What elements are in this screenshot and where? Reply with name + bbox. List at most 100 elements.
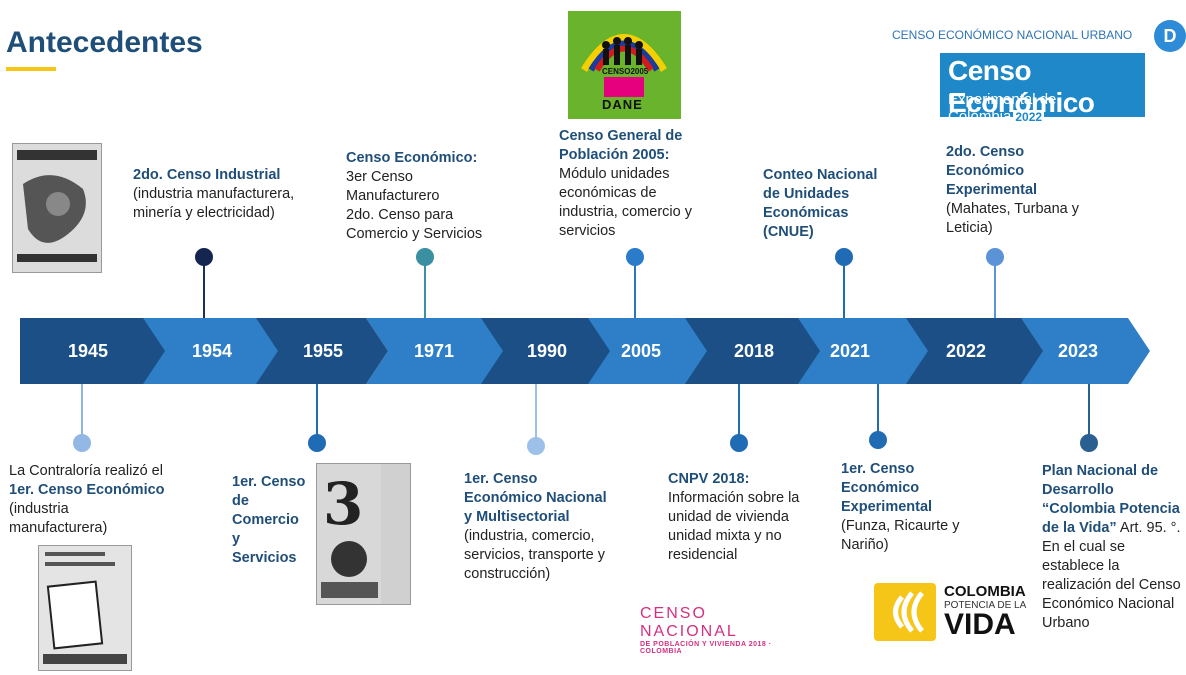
cnpv-logo-line2: DE POBLACIÓN Y VIVIENDA 2018 · COLOMBIA xyxy=(640,641,772,655)
year-2022: 2022 xyxy=(945,341,987,361)
ce-logo-line2-text: Experimental de Colombia xyxy=(948,91,1057,125)
poster-1955-image: 3 xyxy=(316,463,383,605)
stem-2005 xyxy=(634,260,636,318)
title-underline xyxy=(6,67,56,71)
event-2021b-title: 1er. Censo Económico Experimental xyxy=(841,461,933,515)
dot-1990 xyxy=(527,437,545,455)
event-1954-desc: (industria manufacturera, minería y elec… xyxy=(133,186,295,221)
event-2018-title: CNPV 2018: xyxy=(668,471,750,487)
event-1945-pre: La Contraloría realizó el xyxy=(9,463,163,479)
year-2018: 2018 xyxy=(733,341,775,361)
stem-2018 xyxy=(738,384,740,444)
rainbow-people-icon xyxy=(581,34,667,72)
dot-2021-bottom xyxy=(869,431,887,449)
year-1954: 1954 xyxy=(191,341,233,361)
colombia-logo-c2: POTENCIA DE LA xyxy=(944,600,1027,611)
event-1990: 1er. Censo Económico Nacional y Multisec… xyxy=(464,470,609,584)
event-1990-desc: (industria, comercio, servicios, transpo… xyxy=(464,528,606,582)
censo-economico-logo: Censo Económico Experimental de Colombia… xyxy=(940,53,1145,125)
timeline-band xyxy=(20,318,1150,384)
poster-1945-image xyxy=(12,143,102,273)
event-1945-title: 1er. Censo Económico xyxy=(9,482,165,498)
event-2018-desc: Información sobre la unidad de vivienda … xyxy=(668,490,800,563)
event-1990-title: 1er. Censo Económico Nacional y Multisec… xyxy=(464,471,607,525)
ce-logo-line1: Censo Económico xyxy=(948,55,1095,118)
event-1945-desc: (industria manufacturera) xyxy=(9,501,108,536)
cnpv-2018-logo: CENSO NACIONAL DE POBLACIÓN Y VIVIENDA 2… xyxy=(640,605,800,655)
event-2023-desc: Art. 95. °. En el cual se establece la r… xyxy=(1042,520,1181,631)
year-1971: 1971 xyxy=(413,341,455,361)
dane-logo-name: DANE xyxy=(602,97,643,112)
stem-1971 xyxy=(424,260,426,318)
event-1945: La Contraloría realizó el 1er. Censo Eco… xyxy=(9,462,169,538)
event-1971-line1: 3er Censo Manufacturero xyxy=(346,169,440,204)
colombia-logo-c1: COLOMBIA xyxy=(944,583,1026,600)
event-2022: 2do. Censo Económico Experimental (Mahat… xyxy=(946,143,1086,238)
year-2023: 2023 xyxy=(1057,341,1099,361)
timeline-chevron-2021 xyxy=(795,318,928,384)
year-2021: 2021 xyxy=(829,341,871,361)
page-title: Antecedentes xyxy=(6,26,203,59)
colombia-potencia-vida-logo: COLOMBIA POTENCIA DE LA VIDA xyxy=(874,583,1036,641)
dot-1945 xyxy=(73,434,91,452)
timeline-chevron-2018 xyxy=(684,318,820,384)
year-1990: 1990 xyxy=(526,341,568,361)
timeline-chevron-1945 xyxy=(20,318,165,384)
svg-text:3: 3 xyxy=(323,470,363,538)
timeline-chevron-1954 xyxy=(142,318,278,384)
event-2021: Conteo Nacional de Unidades Económicas (… xyxy=(763,166,898,242)
dot-1955 xyxy=(308,434,326,452)
event-1954: 2do. Censo Industrial (industria manufac… xyxy=(133,166,308,223)
dane-d-logo: D xyxy=(1154,20,1186,52)
year-1945: 1945 xyxy=(67,341,109,361)
event-2021-title: Conteo Nacional de Unidades Económicas (… xyxy=(763,167,878,240)
event-2021b: 1er. Censo Económico Experimental (Funza… xyxy=(841,460,966,555)
dot-1971 xyxy=(416,248,434,266)
timeline-chevron-2023 xyxy=(1020,318,1150,384)
dane-logo-block xyxy=(604,77,644,97)
dot-2021-top xyxy=(835,248,853,266)
dane-logo-census: CENSO2005 xyxy=(602,67,649,76)
event-2018: CNPV 2018: Información sobre la unidad d… xyxy=(668,470,808,565)
year-2005: 2005 xyxy=(620,341,662,361)
event-1954-title: 2do. Censo Industrial xyxy=(133,167,281,183)
cnpv-logo-line1: CENSO NACIONAL xyxy=(640,605,738,640)
censo-2005-logo: CENSO2005 DANE xyxy=(568,11,681,119)
event-2005: Censo General de Población 2005: Módulo … xyxy=(559,127,714,241)
timeline-chevron-1955 xyxy=(255,318,388,384)
year-1955: 1955 xyxy=(302,341,344,361)
event-2005-title: Censo General de Población 2005: xyxy=(559,128,683,163)
event-2021b-desc: (Funza, Ricaurte y Nariño) xyxy=(841,518,960,553)
stem-2021-top xyxy=(843,260,845,318)
dot-2023 xyxy=(1080,434,1098,452)
dot-2018 xyxy=(730,434,748,452)
event-1971: Censo Económico: 3er Censo Manufacturero… xyxy=(346,149,506,244)
event-2023: Plan Nacional de Desarrollo “Colombia Po… xyxy=(1042,462,1182,633)
event-1955-title: 1er. Censo de Comercio y Servicios xyxy=(232,474,306,566)
event-2022-desc: (Mahates, Turbana y Leticia) xyxy=(946,201,1079,236)
poster-1945-bottom-image xyxy=(38,545,132,671)
colombia-logo-c3: VIDA xyxy=(944,608,1016,641)
timeline-chevron-2022 xyxy=(905,318,1043,384)
dot-2005 xyxy=(626,248,644,266)
event-1971-title: Censo Económico: xyxy=(346,150,478,166)
timeline-chevron-1990 xyxy=(480,318,610,384)
event-2023-title: Plan Nacional de Desarrollo “Colombia Po… xyxy=(1042,463,1180,536)
ce-logo-year: 2022 xyxy=(1013,110,1045,124)
dot-1954 xyxy=(195,248,213,266)
stem-2022 xyxy=(994,260,996,318)
stem-1955 xyxy=(316,384,318,444)
event-2005-desc: Módulo unidades económicas de industria,… xyxy=(559,166,692,239)
stem-1954 xyxy=(203,260,205,318)
stem-2021-bottom xyxy=(877,384,879,434)
dot-2022 xyxy=(986,248,1004,266)
colombia-symbol-icon xyxy=(874,583,936,641)
timeline-chevron-1971 xyxy=(366,318,503,384)
stem-1990 xyxy=(535,384,537,444)
event-1971-line2: 2do. Censo para Comercio y Servicios xyxy=(346,207,483,242)
poster-1955-side-image xyxy=(381,463,411,605)
stem-1945 xyxy=(81,384,83,444)
stem-2023 xyxy=(1088,384,1090,444)
event-1955: 1er. Censo de Comercio y Servicios xyxy=(232,473,308,568)
